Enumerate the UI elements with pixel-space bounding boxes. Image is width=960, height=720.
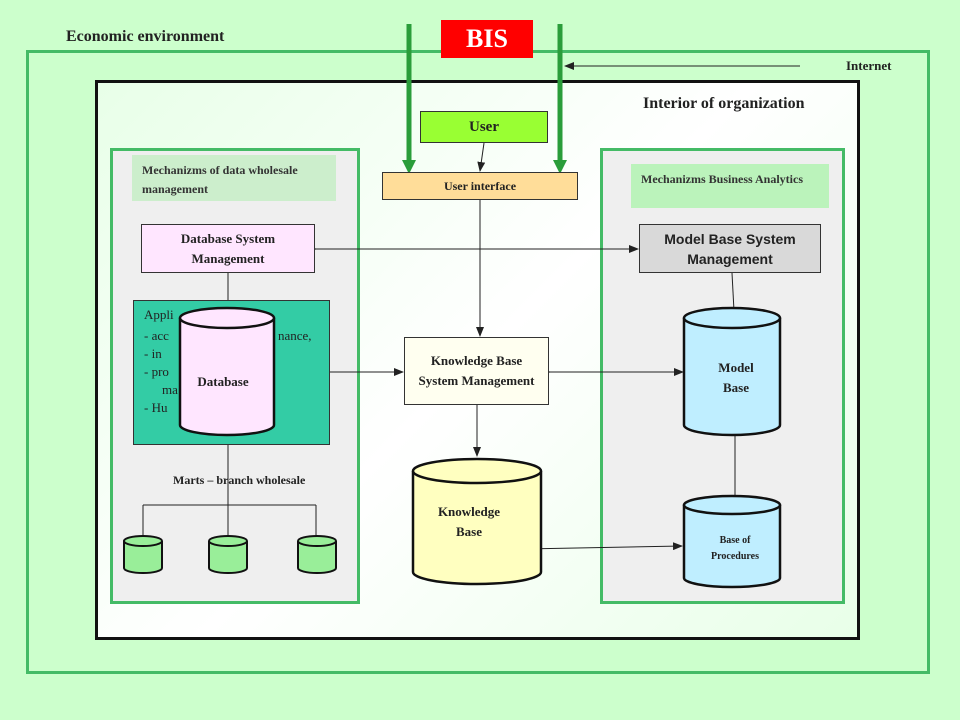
database-system-management-box[interactable]: Database System Management — [141, 224, 315, 273]
mechanizms-data-note: Mechanizms of data wholesale management — [132, 155, 336, 201]
applications-line: ma — [162, 382, 178, 397]
applications-line: - acc — [144, 328, 169, 343]
applications-box: Appli - acc nance, - in - pro ma - Hu — [133, 300, 330, 445]
user-interface-box[interactable]: User interface — [382, 172, 578, 200]
applications-line: - in — [144, 346, 162, 361]
business-analytics-panel — [600, 148, 845, 604]
knowledge-base-system-management-box[interactable]: Knowledge Base System Management — [404, 337, 549, 405]
applications-line-tail: nance, — [278, 328, 312, 343]
user-box[interactable]: User — [420, 111, 548, 143]
interior-organization-label: Interior of organization — [643, 95, 805, 112]
marts-label: Marts – branch wholesale — [173, 473, 306, 487]
applications-line: - pro — [144, 364, 169, 379]
model-base-system-management-box[interactable]: Model Base System Management — [639, 224, 821, 273]
applications-heading: Appli — [144, 307, 174, 322]
bis-badge: BIS — [441, 20, 533, 58]
internet-label: Internet — [846, 58, 892, 73]
applications-line: - Hu — [144, 400, 168, 415]
mechanizms-ba-note: Mechanizms Business Analytics — [631, 164, 829, 208]
economic-environment-label: Economic environment — [66, 28, 225, 45]
